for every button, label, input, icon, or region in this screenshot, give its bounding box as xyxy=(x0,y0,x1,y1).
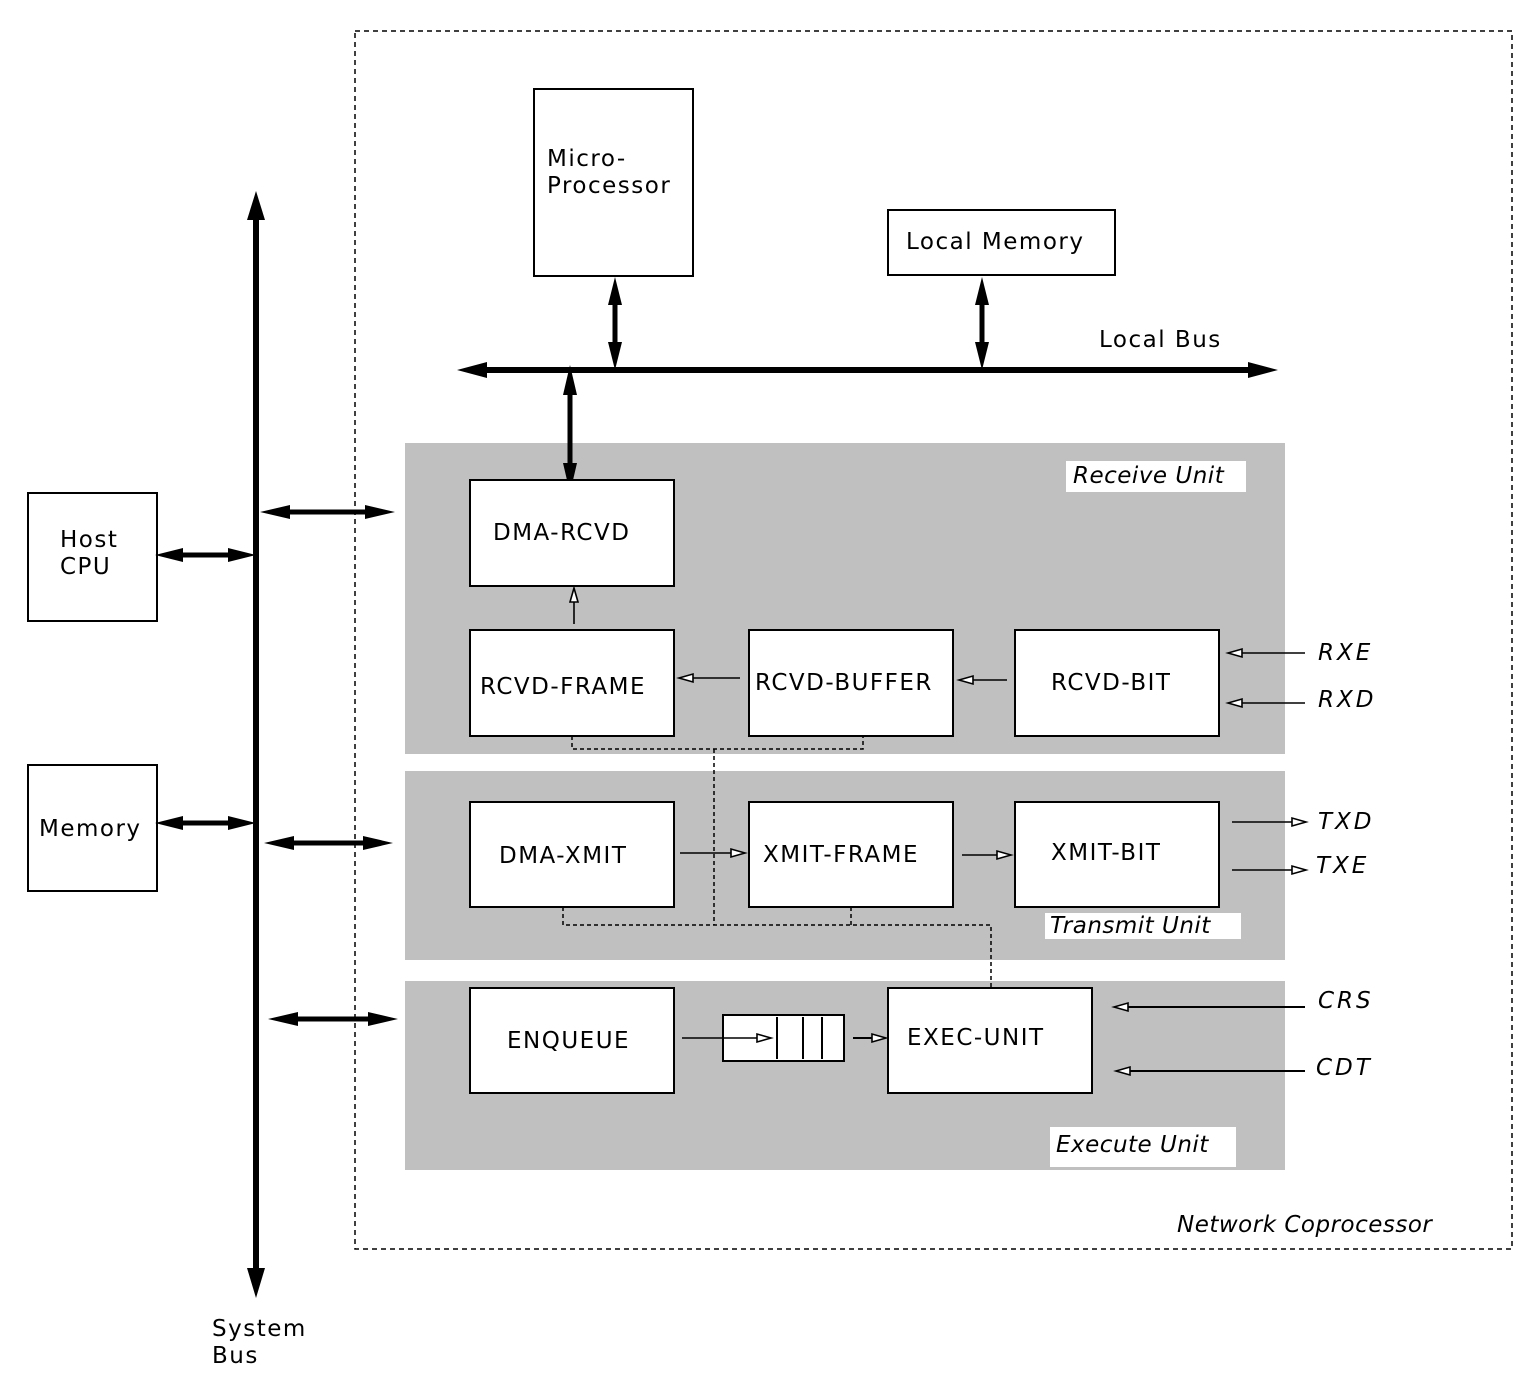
rcvd-buffer-block: RCVD-BUFFER xyxy=(748,629,954,737)
txe-label: TXE xyxy=(1316,853,1369,879)
system-bus-label-line2: Bus xyxy=(212,1343,259,1369)
dma-xmit-block: DMA-XMIT xyxy=(469,801,675,908)
dma-xmit-to-frame-arrow xyxy=(680,847,748,859)
xmit-bit-label: XMIT-BIT xyxy=(1051,840,1161,866)
memory-bus-arrow xyxy=(155,816,256,830)
system-bus-down-arrowhead xyxy=(247,1268,265,1298)
dma-rcvd-block: DMA-RCVD xyxy=(469,479,675,587)
xmit-frame-block: XMIT-FRAME xyxy=(748,801,954,908)
control-line-transmit xyxy=(562,907,992,987)
bus-to-receive-arrow xyxy=(260,505,395,519)
bus-to-execute-arrow xyxy=(268,1012,398,1026)
host-cpu-label-line2: CPU xyxy=(60,554,111,580)
system-bus: System Bus xyxy=(212,191,307,1369)
system-bus-label-line1: System xyxy=(212,1316,307,1342)
rcvd-frame-to-dma-arrow xyxy=(568,585,580,624)
microprocessor-label-line1: Micro- xyxy=(547,146,627,172)
local-bus-right-arrowhead xyxy=(1248,362,1278,378)
host-cpu-bus-arrow xyxy=(155,548,256,562)
rcvd-frame-block: RCVD-FRAME xyxy=(469,629,675,737)
cdt-input-arrow: CDT xyxy=(1113,1055,1373,1081)
receive-unit-label: Receive Unit xyxy=(1073,463,1225,489)
rcvd-buffer-to-frame-arrow xyxy=(676,672,740,684)
execute-unit-tag xyxy=(1050,1127,1236,1167)
rcvd-buffer-label: RCVD-BUFFER xyxy=(755,670,933,696)
transmit-unit-tag xyxy=(1045,913,1241,939)
host-cpu-block: Host CPU xyxy=(27,492,158,622)
bus-to-transmit-arrow xyxy=(264,836,393,850)
rxe-input-arrow: RXE xyxy=(1225,640,1373,666)
crs-label: CRS xyxy=(1318,988,1374,1014)
microprocessor-bus-arrow xyxy=(608,277,622,370)
xmit-frame-label: XMIT-FRAME xyxy=(763,842,919,868)
memory-label: Memory xyxy=(39,816,142,842)
local-bus: Local Bus xyxy=(457,327,1278,378)
rcvd-bit-to-buffer-arrow xyxy=(956,674,1007,686)
xmit-bit-block: XMIT-BIT xyxy=(1014,801,1220,908)
xmit-frame-to-bit-arrow xyxy=(962,849,1014,861)
rxd-input-arrow: RXD xyxy=(1225,687,1376,713)
local-bus-left-arrowhead xyxy=(457,362,487,378)
txd-output-arrow: TXD xyxy=(1232,809,1375,835)
enqueue-label: ENQUEUE xyxy=(507,1028,630,1054)
txe-output-arrow: TXE xyxy=(1232,853,1369,879)
txd-label: TXD xyxy=(1318,809,1375,835)
control-line-receive xyxy=(571,736,864,750)
network-coprocessor-border xyxy=(354,30,1513,1250)
rcvd-bit-label: RCVD-BIT xyxy=(1051,670,1171,696)
rcvd-frame-label: RCVD-FRAME xyxy=(480,674,646,700)
local-bus-label: Local Bus xyxy=(1099,327,1222,353)
dma-xmit-label: DMA-XMIT xyxy=(499,843,627,869)
local-memory-bus-arrow xyxy=(975,277,989,370)
queue-to-exec-arrow xyxy=(853,1032,889,1044)
rxe-label: RXE xyxy=(1318,640,1373,666)
microprocessor-label-line2: Processor xyxy=(547,173,671,199)
transmit-unit-label: Transmit Unit xyxy=(1050,913,1211,939)
enqueue-to-queue-arrow xyxy=(682,1032,774,1044)
cdt-label: CDT xyxy=(1316,1055,1373,1081)
rxd-label: RXD xyxy=(1318,687,1376,713)
receive-unit-tag xyxy=(1066,461,1246,492)
control-lines xyxy=(562,736,992,987)
exec-unit-block: EXEC-UNIT xyxy=(887,987,1093,1094)
system-bus-up-arrowhead xyxy=(247,191,265,220)
rcvd-bit-block: RCVD-BIT xyxy=(1014,629,1220,737)
local-bus-dma-rcvd-arrow xyxy=(563,365,577,493)
enqueue-block: ENQUEUE xyxy=(469,987,675,1094)
execute-unit-label: Execute Unit xyxy=(1056,1132,1209,1158)
exec-unit-label: EXEC-UNIT xyxy=(907,1025,1045,1051)
local-memory-label: Local Memory xyxy=(906,229,1084,255)
host-cpu-label-line1: Host xyxy=(60,527,118,553)
memory-block: Memory xyxy=(27,764,158,892)
crs-input-arrow: CRS xyxy=(1111,988,1374,1014)
local-memory-block: Local Memory xyxy=(887,209,1116,276)
network-coprocessor-label: Network Coprocessor xyxy=(1177,1212,1433,1238)
dma-rcvd-label: DMA-RCVD xyxy=(493,520,630,546)
microprocessor-block: Micro- Processor xyxy=(533,88,694,277)
